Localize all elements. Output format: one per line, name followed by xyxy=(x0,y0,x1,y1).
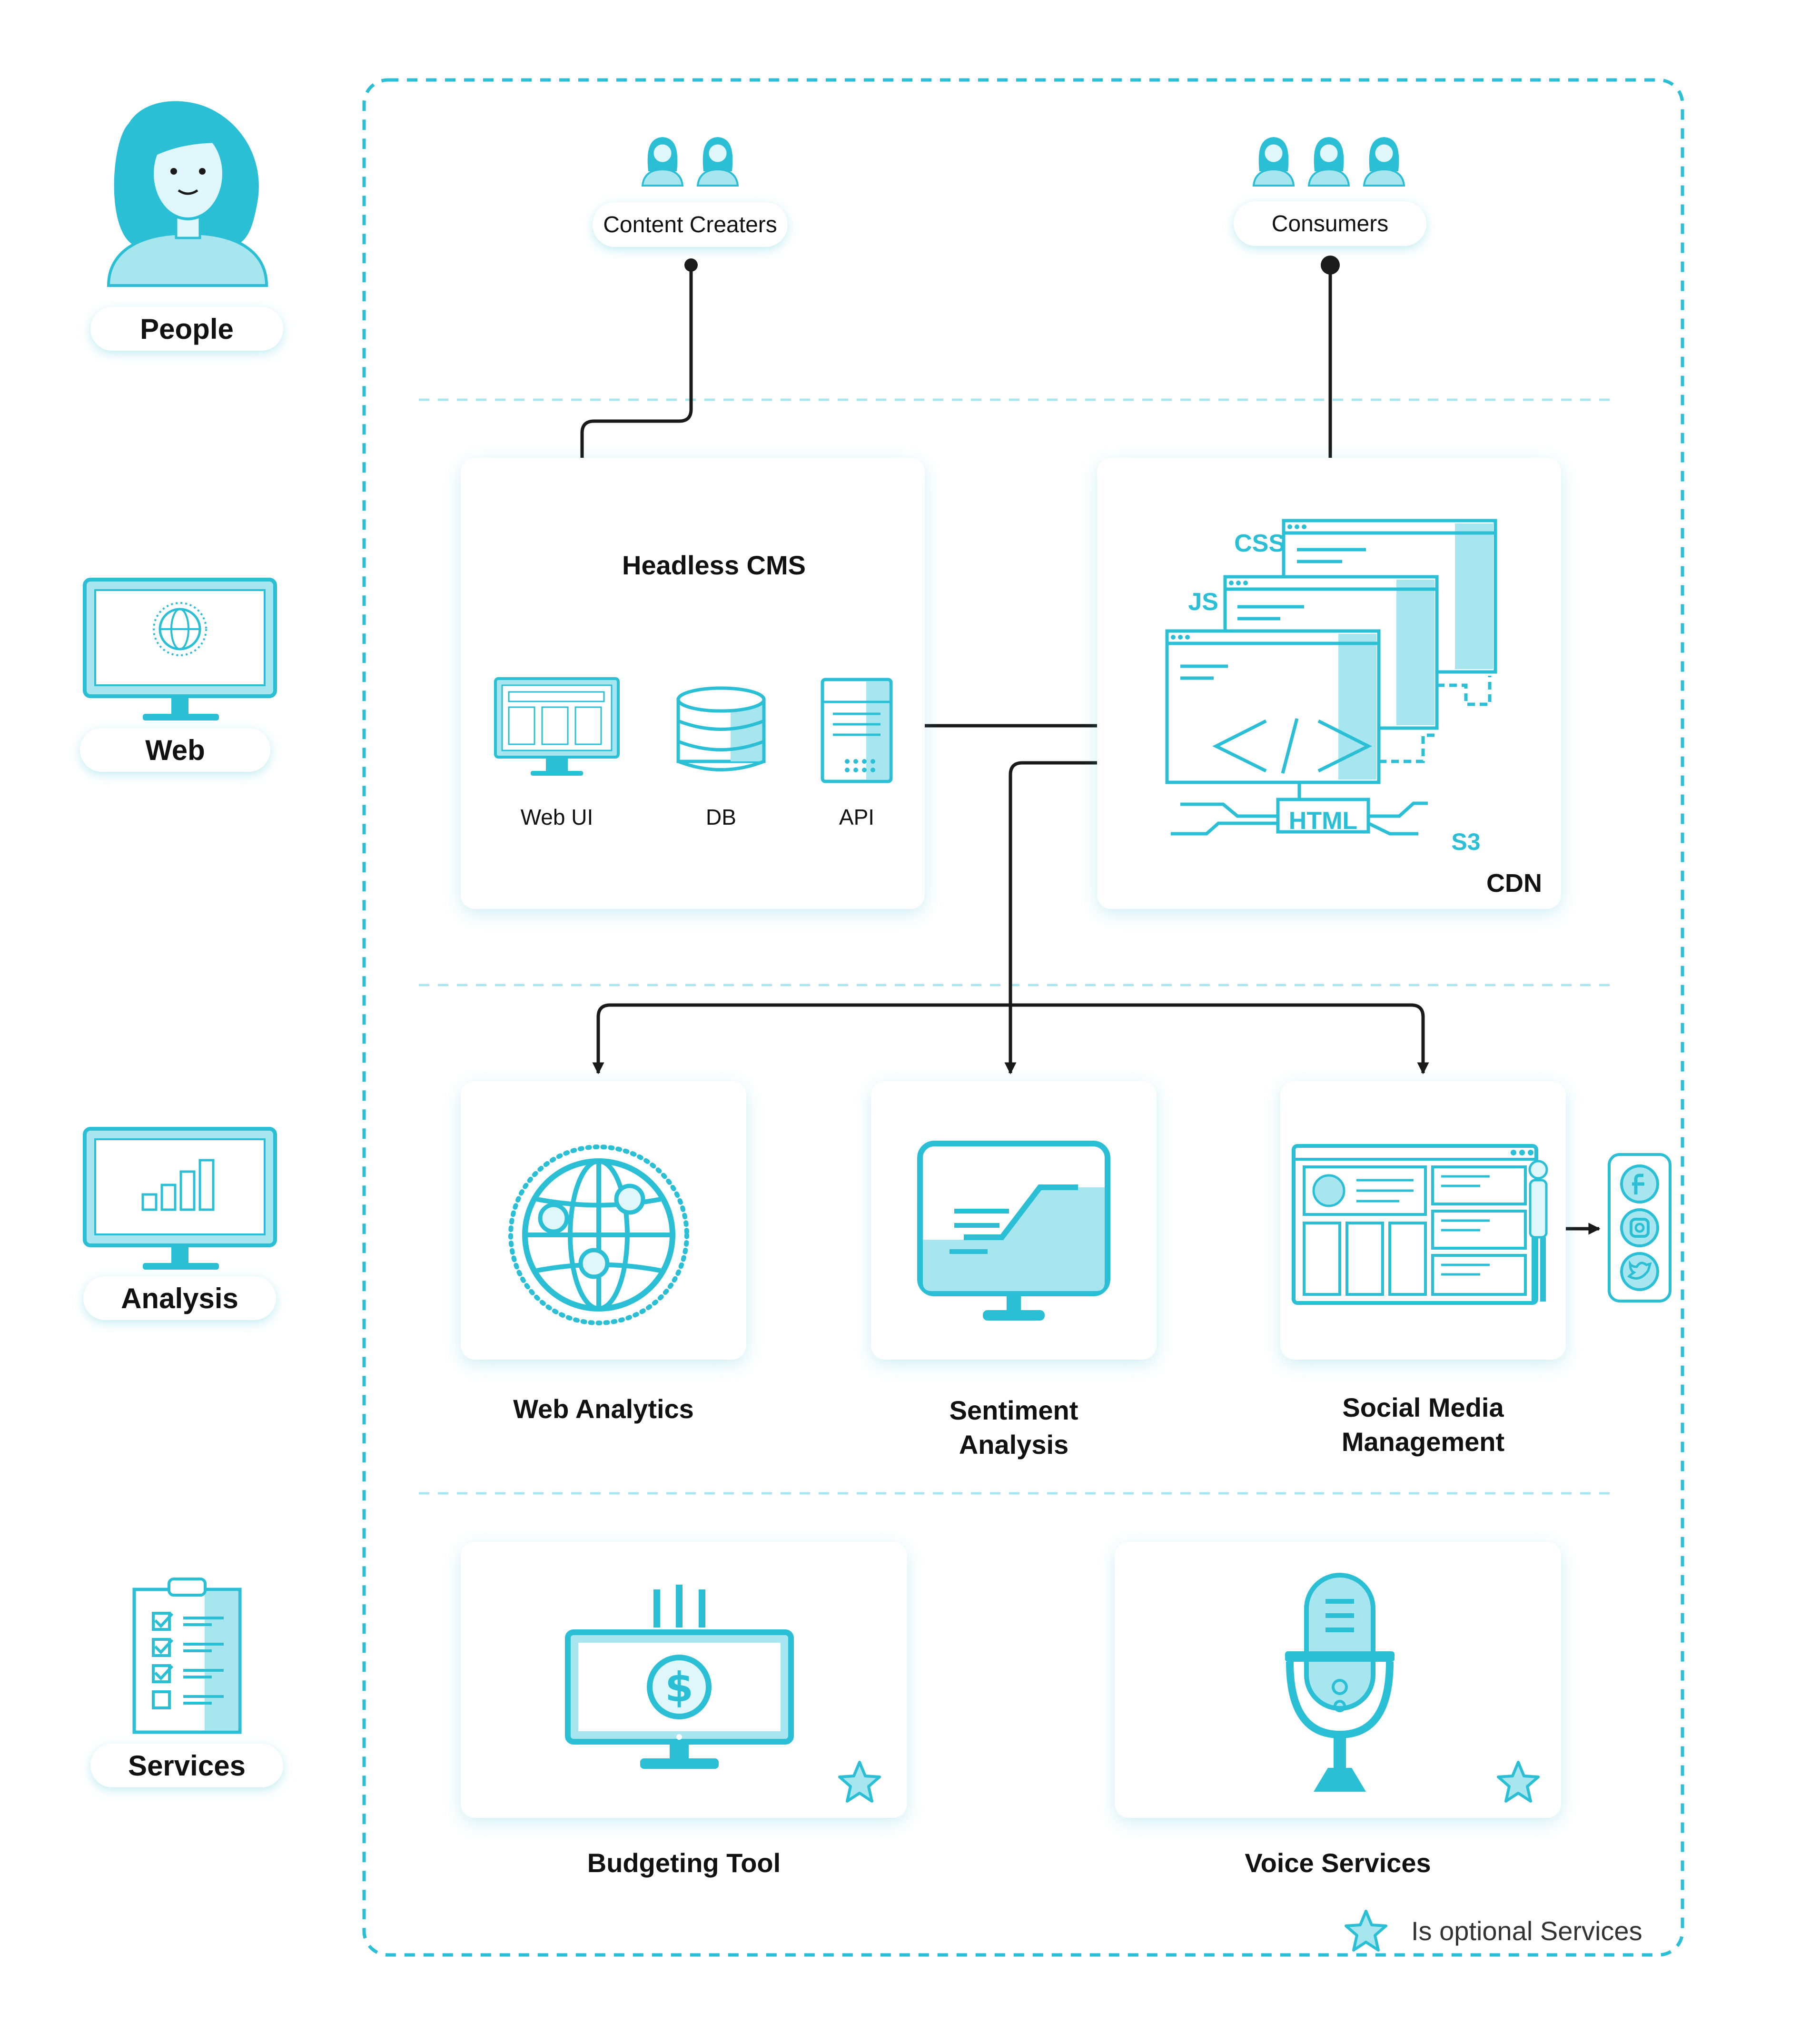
twitter-icon xyxy=(1620,1252,1659,1291)
facebook-icon xyxy=(1620,1164,1659,1203)
clipboard-checklist-icon xyxy=(132,1578,242,1734)
svg-text:$: $ xyxy=(665,1664,693,1711)
content-creators-label: Content Creaters xyxy=(593,202,788,247)
database-icon xyxy=(676,686,766,771)
monitor-globe-icon xyxy=(83,578,277,720)
outer-dashed-frame xyxy=(362,78,1684,1957)
microphone-icon xyxy=(1285,1573,1395,1792)
sidebar-item-analysis: Analysis xyxy=(83,1276,276,1320)
sidebar-item-label: Web xyxy=(145,734,205,766)
s3-label: S3 xyxy=(1451,829,1481,855)
optional-star-icon xyxy=(836,1758,883,1806)
consumers-label: Consumers xyxy=(1234,201,1426,246)
social-networks-panel xyxy=(1608,1153,1672,1302)
cdn-title: CDN xyxy=(1486,869,1542,898)
monitor-sentiment-icon xyxy=(917,1141,1110,1321)
budgeting-tool-label: Budgeting Tool xyxy=(587,1848,781,1878)
monitor-dollar-icon: $ xyxy=(565,1585,794,1769)
web-analytics-card xyxy=(461,1081,746,1360)
api-label: API xyxy=(839,805,875,829)
connector-cdn-to-sentiment xyxy=(1004,761,1109,1075)
web-ui-icon xyxy=(494,677,620,776)
star-icon xyxy=(1342,1907,1390,1955)
sentiment-label-line2: Analysis xyxy=(959,1430,1069,1460)
html-label: HTML xyxy=(1288,807,1358,835)
js-label: JS xyxy=(1188,588,1218,616)
sidebar-item-people: People xyxy=(90,307,283,351)
voice-services-label: Voice Services xyxy=(1245,1848,1431,1878)
social-label-line1: Social Media xyxy=(1342,1392,1504,1422)
db-label: DB xyxy=(706,805,736,829)
consumers-avatars xyxy=(1253,136,1405,187)
person-icon xyxy=(107,101,268,287)
dashboard-presenter-icon xyxy=(1292,1144,1548,1305)
connector-creators-to-cms xyxy=(576,266,693,496)
css-label: CSS xyxy=(1234,530,1285,557)
api-server-icon xyxy=(821,678,893,783)
headless-cms-title: Headless CMS xyxy=(622,550,806,580)
sidebar-item-services: Services xyxy=(90,1744,283,1787)
sidebar-item-web: Web xyxy=(80,728,270,772)
monitor-chart-icon xyxy=(83,1127,277,1270)
sidebar-item-label: Services xyxy=(128,1749,246,1782)
social-media-label: Social Media Management xyxy=(1280,1391,1566,1459)
connector-analysis-bus xyxy=(596,1003,1425,1073)
sentiment-analysis-label: Sentiment Analysis xyxy=(871,1393,1157,1462)
web-analytics-label: Web Analytics xyxy=(513,1394,694,1424)
social-label-line2: Management xyxy=(1341,1427,1505,1457)
web-ui-label: Web UI xyxy=(520,805,593,829)
content-creators-avatars xyxy=(642,136,739,187)
sentiment-label-line1: Sentiment xyxy=(949,1395,1078,1425)
legend-text: Is optional Services xyxy=(1411,1916,1642,1946)
sidebar-item-label: Analysis xyxy=(121,1282,238,1314)
sidebar-item-label: People xyxy=(140,313,234,345)
optional-star-icon xyxy=(1494,1758,1542,1806)
instagram-icon xyxy=(1620,1208,1659,1247)
cdn-stack-icon xyxy=(1165,519,1497,836)
globe-network-icon xyxy=(508,1144,689,1325)
